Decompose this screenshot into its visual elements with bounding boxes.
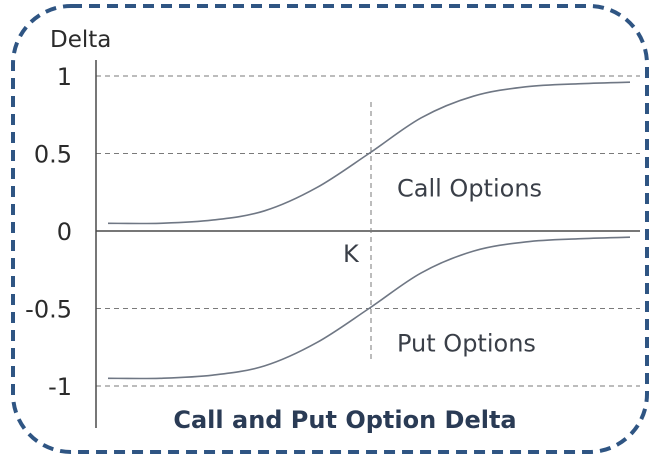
put-delta-curve (107, 236, 631, 380)
y-tick-label-4: -1 (48, 373, 72, 401)
call-delta-curve (107, 81, 631, 225)
y-tick-label-2: 0 (57, 218, 72, 246)
y-tick-label-3: -0.5 (25, 296, 72, 324)
series (107, 81, 631, 380)
axes (95, 60, 640, 428)
y-axis-label: Delta (50, 27, 111, 53)
strike-label: K (343, 240, 360, 268)
y-tick-label-1: 0.5 (34, 141, 72, 169)
y-tick-label-0: 1 (57, 63, 72, 91)
put-options-annotation: Put Options (397, 330, 536, 358)
chart-title: Call and Put Option Delta (173, 406, 516, 434)
call-options-annotation: Call Options (397, 175, 542, 203)
y-tick-labels: 1 0.5 0 -0.5 -1 (25, 63, 72, 401)
